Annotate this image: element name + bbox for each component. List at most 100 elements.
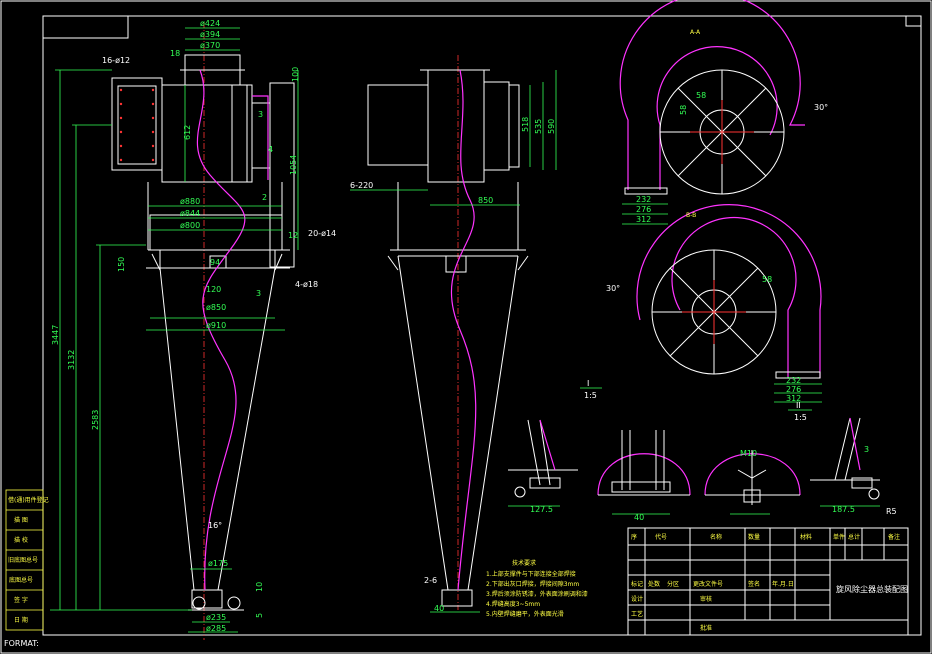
tb-rev: 分区 <box>667 580 679 588</box>
lower-dim: 3 <box>256 289 261 298</box>
flange-bolt-label: 20-ø14 <box>308 229 336 238</box>
tb-header: 备注 <box>888 533 900 541</box>
side-dim: 100 <box>291 67 300 82</box>
detail-dim: M10 <box>740 449 757 458</box>
front-view <box>50 22 299 640</box>
lower-dim: ø910 <box>206 321 226 330</box>
outlet-dim: ø285 <box>206 624 226 633</box>
side-dim: 590 <box>547 119 556 134</box>
drawing-name: 旋风除尘器总装配图 <box>836 584 908 594</box>
flange-dim-1: ø880 <box>180 197 200 206</box>
tb-role: 设计 <box>631 595 643 603</box>
top-dim: 58 <box>679 105 688 115</box>
detail-views <box>508 387 880 515</box>
lower-dim: 120 <box>206 285 221 294</box>
flange-dim-3: ø800 <box>180 221 200 230</box>
corner-box <box>42 15 129 39</box>
tb-header: 单件 <box>833 533 845 541</box>
outlet-dim: ø175 <box>208 559 228 568</box>
top-dim: 232 <box>786 376 801 385</box>
tb-rev: 更改文件号 <box>693 580 723 588</box>
detail-marker-num: II <box>796 401 801 410</box>
note-line: 2.下部出灰口焊接，焊接间隙3mm <box>486 580 579 588</box>
tb-rev: 年.月.日 <box>772 580 794 588</box>
detail-marker-scale: 1:5 <box>794 413 807 422</box>
outlet-dim: ø235 <box>206 613 226 622</box>
lower-dim: ø850 <box>206 303 226 312</box>
outlet-dim: 10 <box>255 582 264 592</box>
inner-frame <box>42 15 922 636</box>
left-table-cell: 旧底图总号 <box>8 556 38 564</box>
detail-dim: 127.5 <box>530 505 553 514</box>
top-dim: 312 <box>786 394 801 403</box>
left-table-cell: 描 图 <box>14 516 28 524</box>
top-dim: 276 <box>636 205 651 214</box>
side-dim: 12 <box>288 231 298 240</box>
tb-header: 数量 <box>748 533 760 541</box>
note-line: 4.焊缝高度3~5mm <box>486 600 540 608</box>
dim-top-1: ø424 <box>200 19 220 28</box>
detail-marker-scale: 1:5 <box>584 391 597 400</box>
technical-notes: 技术要求 1.上部支撑件与下部连接全部焊接 2.下部出灰口焊接，焊接间隙3mm … <box>486 559 588 618</box>
dim-top-2: ø394 <box>200 30 220 39</box>
note-line: 3.焊后须涂防锈漆，外表面涂刷调和漆 <box>486 590 588 598</box>
title-block <box>627 527 909 636</box>
tb-role: 审核 <box>700 595 712 603</box>
corner-box-right <box>905 15 922 27</box>
top-dim: 312 <box>636 215 651 224</box>
top-dim: 232 <box>636 195 651 204</box>
detail-labels: I 1:5 II 1:5 127.5 40 M10 3 187.5 R5 <box>530 379 897 522</box>
view-label: A-A <box>690 29 701 36</box>
tb-header: 名称 <box>710 533 722 541</box>
notes-title: 技术要求 <box>512 559 536 567</box>
left-table-cell: 签 字 <box>14 596 28 604</box>
tb-role: 批准 <box>700 624 712 632</box>
top-dim: 30° <box>814 103 828 112</box>
left-table-cell: 底图总号 <box>9 576 33 584</box>
height-dim-3: 2583 <box>91 410 100 430</box>
front-view-labels: ø424 ø394 ø370 16-ø12 ø880 ø844 ø800 344… <box>51 19 336 633</box>
dim-top-3: ø370 <box>200 41 220 50</box>
lower-dim: 4-ø18 <box>295 280 318 289</box>
height-dim-2: 3132 <box>67 350 76 370</box>
cone-angle: 16° <box>208 521 222 530</box>
side-bolt-label: 6-220 <box>350 181 373 190</box>
top-view-upper: A-A <box>619 0 805 225</box>
tb-header: 材料 <box>800 533 812 541</box>
top-dim: 276 <box>786 385 801 394</box>
note-line: 1.上部支撑件与下部连接全部焊接 <box>486 570 576 578</box>
tb-header: 代号 <box>655 533 667 541</box>
side-dim: 2 <box>262 193 267 202</box>
side-bottom-dim: 40 <box>434 604 444 613</box>
inlet-bolt-label: 16-ø12 <box>102 56 130 65</box>
left-table-cell: 描 校 <box>14 536 28 544</box>
side-bottom-dim: 2-6 <box>424 576 437 585</box>
side-dim: 4 <box>268 145 273 154</box>
left-registration-table: 借(通)用件登记 描 图 描 校 旧底图总号 底图总号 签 字 日 期 <box>5 489 49 631</box>
side-view <box>350 55 557 613</box>
side-dim: 18 <box>170 49 180 58</box>
side-dim: 850 <box>478 196 493 205</box>
top-view-lower: B-B <box>636 204 822 403</box>
top-dim: 58 <box>696 91 706 100</box>
top-dim: 58 <box>762 275 772 284</box>
detail-dim: 40 <box>634 513 644 522</box>
tb-rev: 标记 <box>631 580 643 588</box>
side-dim: 518 <box>521 117 530 132</box>
tb-role: 工艺 <box>631 610 643 618</box>
top-dim: 30° <box>606 284 620 293</box>
detail-marker-num: I <box>587 379 589 388</box>
title-block-text: 序 代号 名称 数量 材料 单件 总计 备注 标记 处数 分区 更改文件号 签名… <box>631 533 908 632</box>
detail-dim: R5 <box>886 507 897 516</box>
lower-dim: 94 <box>210 258 220 267</box>
side-view-labels: 518 535 590 850 6-220 2-6 40 <box>350 117 556 613</box>
left-table-cell: 借(通)用件登记 <box>8 496 49 504</box>
top-view-upper-labels: 58 58 30° 232 276 312 <box>636 91 828 224</box>
height-dim-1: 3447 <box>51 325 60 345</box>
tb-header: 序 <box>631 533 637 541</box>
top-view-lower-labels: 58 30° 232 276 312 <box>606 275 801 403</box>
format-label: FORMAT: <box>4 639 39 648</box>
detail-dim: 3 <box>864 445 869 454</box>
